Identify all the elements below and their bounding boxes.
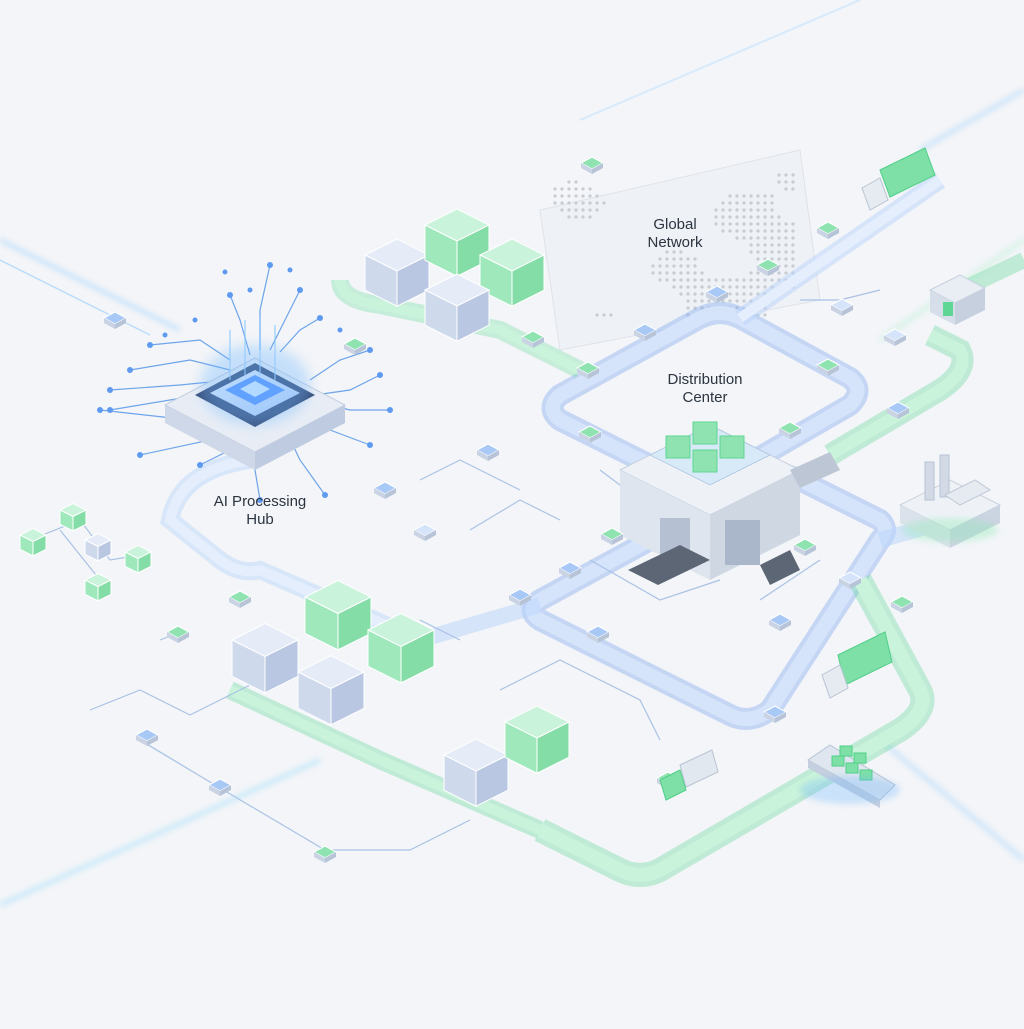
node-icon [475, 443, 501, 461]
distribution-center-label: Distribution Center [640, 371, 770, 407]
node-icon [889, 595, 915, 613]
cube-icon [58, 502, 88, 532]
node-icon [207, 778, 233, 796]
node-icon [312, 845, 338, 863]
factory-icon [898, 454, 1002, 548]
node-icon [882, 328, 908, 346]
cube-icon [366, 612, 436, 684]
global-network-label: Global Network [620, 216, 730, 252]
node-icon [762, 705, 788, 723]
truck-icon [821, 631, 893, 699]
node-icon [520, 330, 546, 348]
node-icon [777, 421, 803, 439]
node-icon [885, 401, 911, 419]
ai-hub-label: AI Processing Hub [190, 493, 330, 529]
node-icon [829, 298, 855, 316]
cube-icon [230, 622, 300, 694]
distribution-label-line2: Center [682, 389, 728, 406]
node-icon [575, 361, 601, 379]
ai-hub-label-line2: Hub [246, 511, 274, 528]
node-icon [577, 425, 603, 443]
node-icon [557, 561, 583, 579]
node-cluster [102, 156, 915, 863]
ship-icon [800, 744, 900, 808]
cube-icon [296, 654, 366, 726]
warehouse-icon [618, 421, 840, 585]
chip-icon [97, 262, 393, 503]
node-icon [767, 613, 793, 631]
node-icon [755, 258, 781, 276]
cube-icon [123, 544, 153, 574]
cube-icon [423, 208, 491, 278]
cube-icon [303, 579, 373, 651]
node-icon [599, 527, 625, 545]
global-label-line2: Network [647, 234, 703, 251]
node-icon [165, 625, 191, 643]
distribution-label-line1: Distribution [667, 371, 743, 388]
ai-hub-label-line1: AI Processing [213, 493, 307, 510]
node-icon [342, 337, 368, 355]
cube-icon [83, 572, 113, 602]
cube-icon [423, 273, 491, 343]
node-icon [837, 571, 863, 589]
node-icon [227, 590, 253, 608]
node-icon [704, 285, 730, 303]
global-label-line1: Global [653, 216, 697, 233]
node-icon [792, 538, 818, 556]
node-icon [579, 156, 605, 174]
node-icon [815, 221, 841, 239]
cube-icon [83, 532, 113, 562]
truck-icon [861, 147, 936, 211]
cube-icon [503, 705, 571, 775]
node-icon [134, 728, 160, 746]
cube-icon [363, 238, 431, 308]
node-icon [632, 323, 658, 341]
node-icon [102, 311, 128, 329]
cube-icon [442, 738, 510, 808]
warehouse-icon [928, 274, 987, 325]
node-icon [507, 588, 533, 606]
cube-icon [18, 527, 48, 557]
cube-icon [478, 238, 546, 308]
node-icon [412, 523, 438, 541]
node-icon [372, 481, 398, 499]
node-icon [815, 358, 841, 376]
cube-cluster [18, 208, 571, 808]
node-icon [585, 625, 611, 643]
truck-icon [659, 749, 719, 801]
